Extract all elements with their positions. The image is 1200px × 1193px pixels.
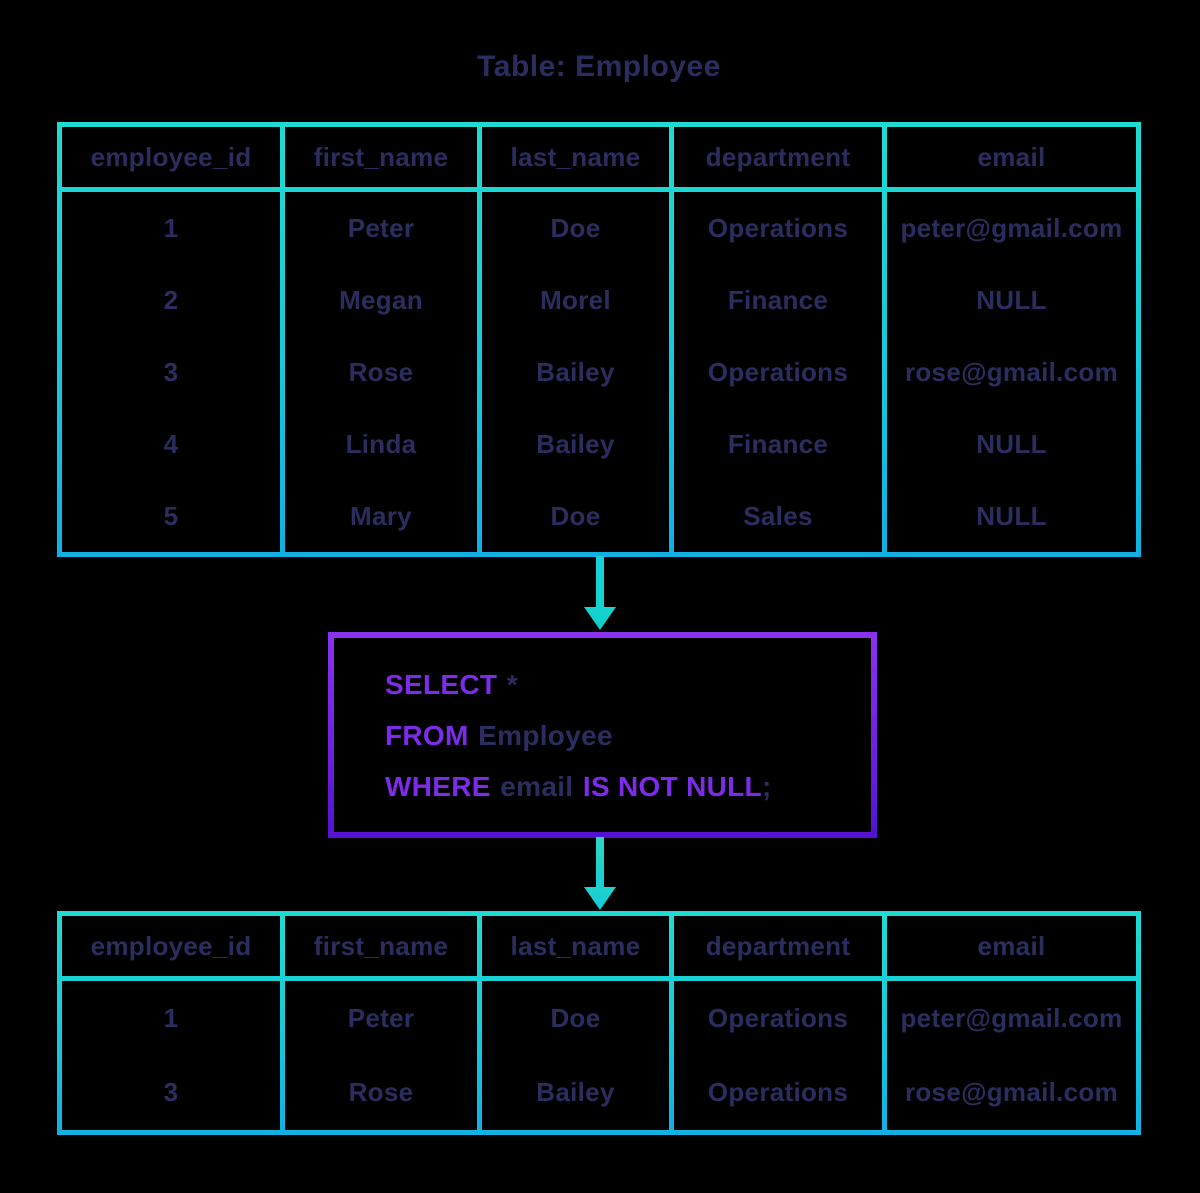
result-header-email: email <box>887 916 1136 976</box>
result-column-employee-id: 1 3 <box>62 981 280 1130</box>
table-cell-value: rose@gmail.com <box>904 1077 1119 1108</box>
source-column-email: peter@gmail.com NULL rose@gmail.com NULL… <box>887 192 1136 552</box>
source-header-email: email <box>887 127 1136 187</box>
result-header-first-name: first_name <box>285 916 477 976</box>
down-arrow-icon <box>584 887 616 910</box>
result-header-last-name: last_name <box>482 916 669 976</box>
table-cell-value: 1 <box>163 1002 179 1033</box>
table-cell-value: Peter <box>347 1002 415 1033</box>
table-cell-value: 2 <box>163 284 179 315</box>
down-arrow-icon <box>596 556 604 608</box>
table-cell-value: rose@gmail.com <box>904 356 1119 387</box>
table-cell-value: Operations <box>707 356 849 387</box>
table-cell-value: NULL <box>976 284 1047 315</box>
source-column-last-name: Doe Morel Bailey Bailey Doe <box>482 192 669 552</box>
sql-punctuation: ; <box>761 770 772 802</box>
sql-operand: Employee <box>478 719 613 751</box>
sql-keyword: SELECT <box>385 668 498 700</box>
source-table: employee_id first_name last_name departm… <box>57 122 1141 557</box>
source-header-employee-id: employee_id <box>62 127 280 187</box>
table-cell-value: Megan <box>339 284 423 315</box>
table-cell-value: Linda <box>345 428 417 459</box>
source-column-department: Operations Finance Operations Finance Sa… <box>674 192 882 552</box>
result-column-first-name: Peter Rose <box>285 981 477 1130</box>
down-arrow-icon <box>584 607 616 630</box>
sql-line-from: FROM Employee <box>385 710 871 761</box>
table-cell-value: Finance <box>727 428 829 459</box>
down-arrow-icon <box>596 837 604 888</box>
table-cell-value: Doe <box>550 212 601 243</box>
source-header-first-name: first_name <box>285 127 477 187</box>
sql-keyword: IS NOT NULL <box>582 770 762 802</box>
table-cell-value: peter@gmail.com <box>900 1002 1123 1033</box>
table-cell-value: Bailey <box>536 428 615 459</box>
result-column-email: peter@gmail.com rose@gmail.com <box>887 981 1136 1130</box>
result-table: employee_id first_name last_name departm… <box>57 911 1141 1135</box>
table-cell-value: Bailey <box>536 1077 615 1108</box>
table-cell-value: Doe <box>550 500 601 531</box>
source-column-employee-id: 1 2 3 4 5 <box>62 192 280 552</box>
source-header-last-name: last_name <box>482 127 669 187</box>
table-cell-value: Rose <box>348 1077 414 1108</box>
table-cell-value: Operations <box>707 212 849 243</box>
table-cell-value: peter@gmail.com <box>900 212 1123 243</box>
table-cell-value: 1 <box>163 212 179 243</box>
table-cell-value: NULL <box>976 500 1047 531</box>
source-header-department: department <box>674 127 882 187</box>
table-cell-value: Operations <box>707 1077 849 1108</box>
table-cell-value: Mary <box>350 500 412 531</box>
sql-line-select: SELECT* <box>385 659 871 710</box>
result-column-last-name: Doe Bailey <box>482 981 669 1130</box>
table-cell-value: 3 <box>163 1077 179 1108</box>
table-cell-value: Peter <box>347 212 415 243</box>
table-cell-value: Bailey <box>536 356 615 387</box>
sql-operand: * <box>506 668 518 700</box>
diagram-title: Table: Employee <box>477 50 721 83</box>
table-cell-value: Morel <box>540 284 611 315</box>
table-cell-value: 3 <box>163 356 179 387</box>
table-cell-value: Finance <box>727 284 829 315</box>
table-cell-value: 5 <box>163 500 179 531</box>
result-header-department: department <box>674 916 882 976</box>
result-column-department: Operations Operations <box>674 981 882 1130</box>
table-cell-value: Sales <box>743 500 813 531</box>
table-cell-value: Doe <box>550 1002 601 1033</box>
table-cell-value: Operations <box>707 1002 849 1033</box>
sql-keyword: WHERE <box>385 770 491 802</box>
result-header-employee-id: employee_id <box>62 916 280 976</box>
table-cell-value: NULL <box>976 428 1047 459</box>
sql-operand: email <box>500 770 574 802</box>
table-cell-value: 4 <box>163 428 179 459</box>
sql-keyword: FROM <box>385 719 469 751</box>
source-column-first-name: Peter Megan Rose Linda Mary <box>285 192 477 552</box>
table-cell-value: Rose <box>348 356 414 387</box>
